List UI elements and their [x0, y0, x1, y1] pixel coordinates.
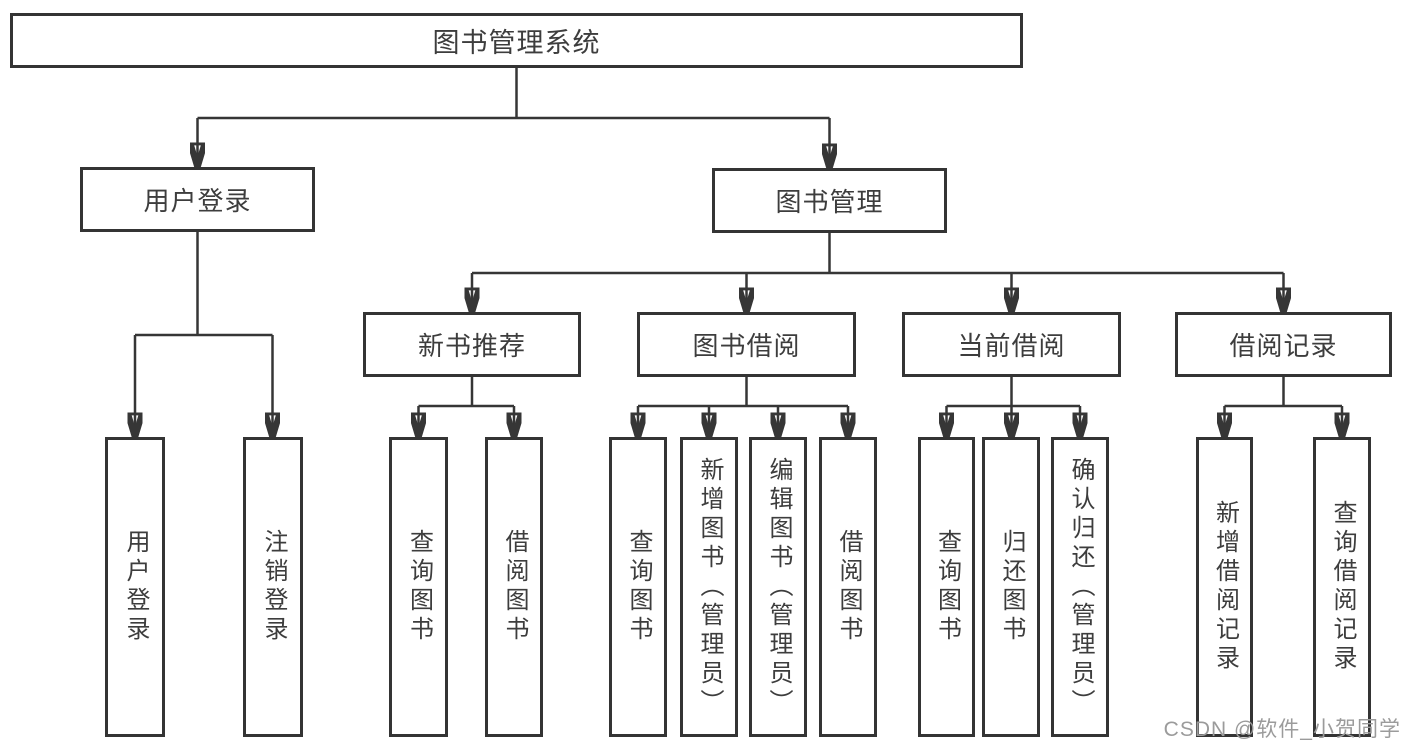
node-label: 借阅图书 — [835, 529, 862, 645]
connector-user-login-children — [135, 232, 273, 436]
leaf-query-borrow-record: 查询借阅记录 — [1313, 437, 1371, 737]
connector-new-book-recommend-children — [419, 377, 515, 436]
connector-borrow-records-children — [1225, 377, 1343, 436]
leaf-borrow-books: 借阅图书 — [819, 437, 877, 737]
node-label: 图书管理 — [775, 187, 884, 217]
connector-book-management-to-level3 — [472, 233, 1284, 311]
node-label: 借阅记录 — [1229, 331, 1338, 361]
leaf-query-books-recommend: 查询图书 — [389, 437, 448, 737]
node-label: 注销登录 — [260, 529, 287, 645]
node-label: 归还图书 — [998, 529, 1025, 645]
node-label: 查询借阅记录 — [1329, 500, 1356, 674]
node-user-login: 用户登录 — [80, 167, 315, 232]
connector-book-borrow-children — [638, 377, 848, 436]
node-book-borrow: 图书借阅 — [637, 312, 856, 377]
leaf-query-books-current: 查询图书 — [918, 437, 975, 737]
leaf-query-books-borrow: 查询图书 — [609, 437, 667, 737]
node-label: 确认归还（管理员） — [1067, 456, 1094, 718]
node-label: 用户登录 — [122, 529, 149, 645]
csdn-watermark: CSDN @软件_小贺同学 — [1163, 718, 1401, 741]
leaf-user-login: 用户登录 — [105, 437, 165, 737]
node-label: 新增借阅记录 — [1211, 500, 1239, 674]
node-current-borrow: 当前借阅 — [902, 312, 1121, 377]
node-book-management-system: 图书管理系统 — [10, 13, 1023, 68]
node-label: 用户登录 — [143, 186, 252, 216]
node-label: 图书借阅 — [692, 331, 801, 361]
node-label: 编辑图书（管理员） — [765, 456, 792, 718]
node-label: 借阅图书 — [501, 529, 528, 645]
node-label: 图书管理系统 — [432, 28, 601, 58]
connector-root-to-level2 — [198, 68, 830, 167]
leaf-return-books: 归还图书 — [982, 437, 1040, 737]
leaf-logout: 注销登录 — [243, 437, 303, 737]
leaf-borrow-books-recommend: 借阅图书 — [485, 437, 543, 737]
node-book-management: 图书管理 — [712, 168, 947, 233]
node-label: 新增图书（管理员） — [696, 456, 723, 718]
node-borrow-records: 借阅记录 — [1175, 312, 1392, 377]
leaf-edit-books-admin: 编辑图书（管理员） — [749, 437, 807, 737]
leaf-add-books-admin: 新增图书（管理员） — [680, 437, 738, 737]
leaf-add-borrow-record: 新增借阅记录 — [1196, 437, 1253, 737]
node-label: 查询图书 — [405, 529, 433, 645]
leaf-confirm-return-admin: 确认归还（管理员） — [1051, 437, 1109, 737]
connector-current-borrow-children — [947, 377, 1081, 436]
node-new-book-recommend: 新书推荐 — [363, 312, 581, 377]
node-label: 新书推荐 — [417, 331, 526, 361]
node-label: 查询图书 — [933, 529, 961, 645]
node-label: 当前借阅 — [957, 331, 1066, 361]
node-label: 查询图书 — [625, 529, 652, 645]
